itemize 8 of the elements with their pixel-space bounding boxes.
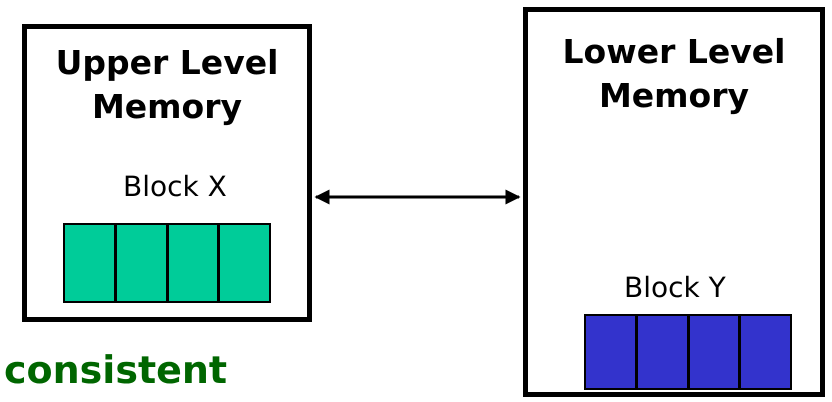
note-text: consistent [4,347,228,394]
memory-heading: Upper Level Memory [54,42,280,128]
block-label: Block X [123,169,227,205]
memory-heading: Lower Level Memory [562,31,786,117]
block-label: Block Y [624,270,726,306]
double-arrow [314,190,520,204]
memory-box [22,24,312,322]
memory-box [523,7,825,397]
